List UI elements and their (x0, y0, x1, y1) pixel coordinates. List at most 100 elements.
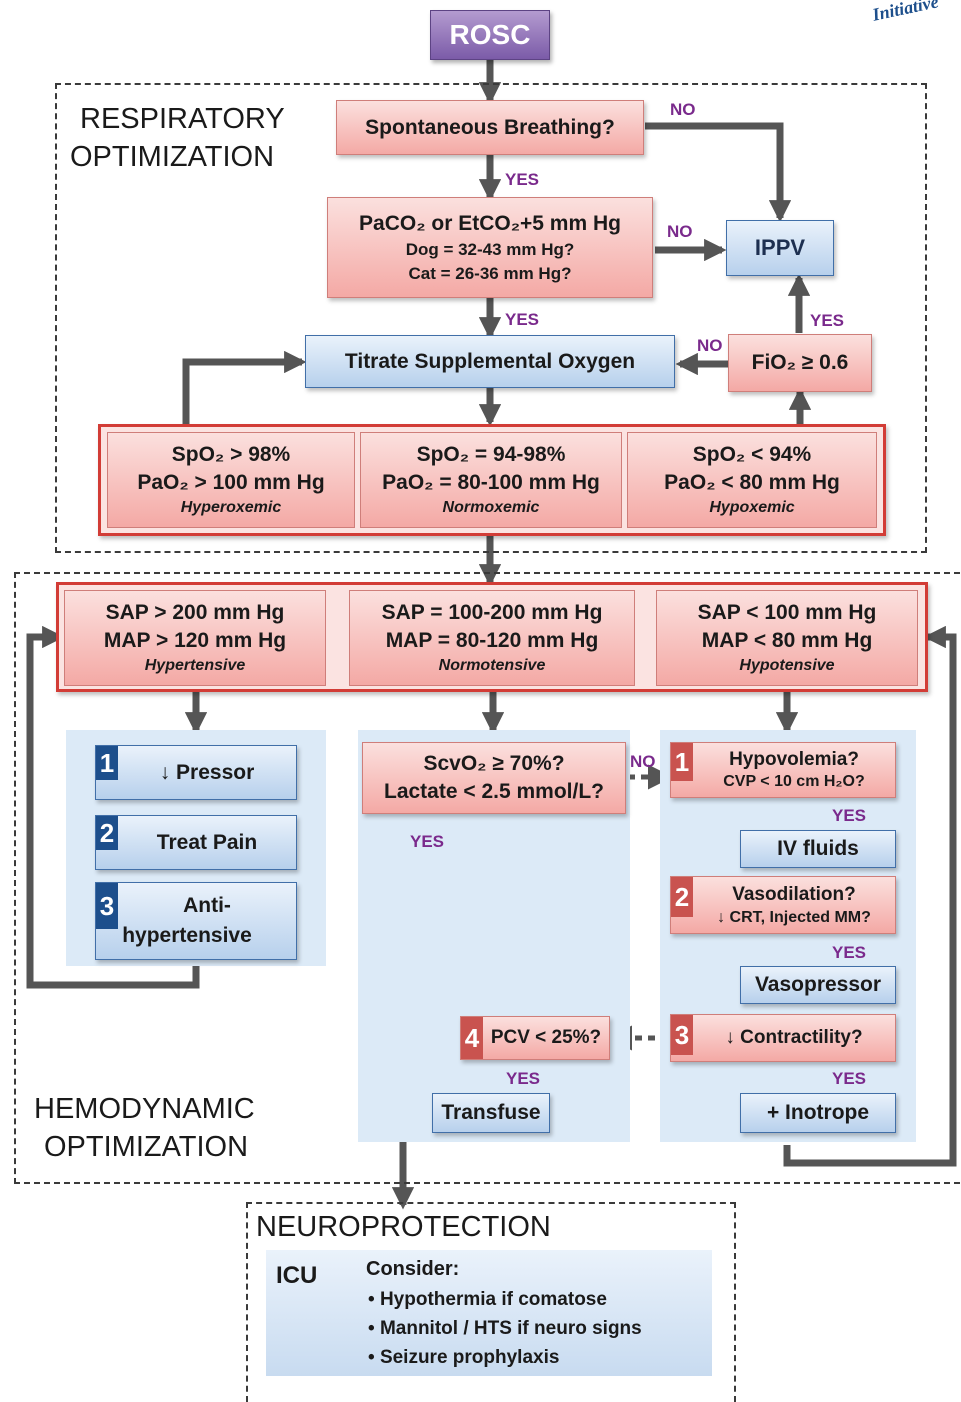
hypovolemia-line1: Hypovolemia? (729, 749, 859, 770)
label-contractility-yes: YES (832, 1069, 867, 1088)
hypertensive-map: MAP > 120 mm Hg (103, 629, 287, 652)
arrow-hyperoxemic-back-to-titrate (182, 350, 307, 424)
fio2-box: FiO₂ ≥ 0.6 (728, 334, 872, 392)
antihypertensive-line1: Anti- (183, 894, 231, 917)
transfuse-box: Transfuse (432, 1093, 550, 1133)
label-paco2-yes: YES (505, 310, 540, 329)
label-fio2-yes: YES (810, 311, 845, 330)
normoxemic-pao2: PaO₂ = 80-100 mm Hg (382, 471, 600, 494)
respiratory-title-line2: OPTIMIZATION (70, 141, 275, 173)
hypo-step-number-2: 2 (671, 877, 693, 917)
label-hypovolemia-yes: YES (832, 806, 867, 825)
hypoxemic-label: Hypoxemic (709, 499, 795, 516)
arrow-hypotensive-loop (783, 625, 957, 1167)
treat-pain-label: Treat Pain (156, 830, 258, 854)
step-number-3: 3 (96, 883, 118, 929)
vasodilation-line2: ↓ CRT, Injected MM? (717, 908, 871, 926)
contractility-box: 3 ↓ Contractility? (670, 1014, 896, 1062)
paco2-line2: Dog = 32-43 mm Hg? (405, 239, 575, 259)
neuroprotection-section (246, 1202, 736, 1402)
paco2-line3: Cat = 26-36 mm Hg? (408, 263, 572, 283)
oxygen-state-hypoxemic: SpO₂ < 94% PaO₂ < 80 mm Hg Hypoxemic (627, 432, 877, 528)
hemodynamic-title: HEMODYNAMIC OPTIMIZATION (34, 1090, 284, 1166)
hypoxemic-pao2: PaO₂ < 80 mm Hg (664, 471, 840, 494)
contractility-label: ↓ Contractility? (725, 1027, 863, 1048)
bp-state-hypertensive: SAP > 200 mm Hg MAP > 120 mm Hg Hyperten… (64, 590, 326, 686)
pressor-step: 1 ↓ Pressor (95, 745, 297, 800)
hypovolemia-box: 1 Hypovolemia? CVP < 10 cm H₂O? (670, 742, 896, 798)
label-spontaneous-yes: YES (505, 170, 540, 189)
normoxemic-label: Normoxemic (442, 499, 540, 516)
vasodilation-line1: Vasodilation? (732, 883, 856, 905)
hemodynamic-title-line1: HEMODYNAMIC (34, 1093, 255, 1125)
neuro-item-seizure-text: Seizure prophylaxis (379, 1347, 560, 1368)
scvo2-box: ScvO₂ ≥ 70%? Lactate < 2.5 mmol/L? (362, 742, 626, 814)
respiratory-title: RESPIRATORY OPTIMIZATION (70, 100, 310, 176)
label-scvo2-no: NO (630, 752, 656, 771)
respiratory-section (55, 83, 927, 553)
hypotensive-sap: SAP < 100 mm Hg (697, 601, 877, 624)
pressor-label: ↓ Pressor (159, 760, 255, 784)
inotrope-label: + Inotrope (766, 1101, 870, 1124)
hypertensive-sap: SAP > 200 mm Hg (105, 601, 285, 624)
iv-fluids-label: IV fluids (777, 837, 859, 860)
normotensive-label: Normotensive (438, 657, 546, 674)
transfuse-label: Transfuse (441, 1101, 541, 1124)
scvo2-line2: Lactate < 2.5 mmol/L? (384, 780, 604, 803)
neuro-item-hypothermia: • Hypothermia if comatose (368, 1289, 607, 1310)
label-fio2-no: NO (697, 336, 723, 355)
label-spontaneous-no: NO (670, 100, 696, 119)
label-vasodilation-yes: YES (832, 943, 867, 962)
step-number-1: 1 (96, 746, 118, 780)
vasodilation-box: 2 Vasodilation? ↓ CRT, Injected MM? (670, 876, 896, 934)
hypovolemia-line2: CVP < 10 cm H₂O? (723, 773, 865, 790)
label-scvo2-yes: YES (410, 832, 445, 851)
arrow-hypertensive-loop (26, 625, 200, 989)
hypo-step-number-1: 1 (671, 743, 693, 781)
hyperoxemic-pao2: PaO₂ > 100 mm Hg (137, 471, 325, 494)
neuro-item-mannitol: • Mannitol / HTS if neuro signs (368, 1318, 642, 1339)
oxygen-state-hyperoxemic: SpO₂ > 98% PaO₂ > 100 mm Hg Hyperoxemic (107, 432, 355, 528)
normoxemic-spo2: SpO₂ = 94-98% (416, 443, 566, 466)
neuro-item-seizure: • Seizure prophylaxis (368, 1347, 560, 1368)
normotensive-sap: SAP = 100-200 mm Hg (381, 601, 603, 624)
hypotensive-map: MAP < 80 mm Hg (701, 629, 873, 652)
label-paco2-no: NO (667, 222, 693, 241)
antihypertensive-step: 3 Anti- hypertensive (95, 882, 297, 960)
icu-label: ICU (276, 1262, 318, 1289)
oxygen-state-normoxemic: SpO₂ = 94-98% PaO₂ = 80-100 mm Hg Normox… (360, 432, 622, 528)
paco2-line1: PaCO₂ or EtCO₂+5 mm Hg (359, 211, 621, 235)
hypovolemia-text: Hypovolemia? CVP < 10 cm H₂O? (693, 743, 895, 797)
neuroprotection-title: NEUROPROTECTION (256, 1211, 551, 1243)
partner-logo: Initiative (868, 0, 961, 32)
scvo2-line1: ScvO₂ ≥ 70%? (423, 752, 565, 775)
vasodilation-text: Vasodilation? ↓ CRT, Injected MM? (693, 877, 895, 933)
vasopressor-label: Vasopressor (754, 973, 882, 996)
normotensive-map: MAP = 80-120 mm Hg (385, 629, 599, 652)
respiratory-title-line1: RESPIRATORY (80, 103, 285, 135)
step-number-4: 4 (461, 1017, 483, 1059)
neuro-item-mannitol-text: Mannitol / HTS if neuro signs (379, 1318, 642, 1339)
paco2-box: PaCO₂ or EtCO₂+5 mm Hg Dog = 32-43 mm Hg… (327, 197, 653, 298)
hypotensive-label: Hypotensive (739, 657, 835, 674)
ippv-label: IPPV (754, 235, 806, 260)
arrow-spontaneous-no-to-ippv (645, 122, 792, 223)
titrate-oxygen-label: Titrate Supplemental Oxygen (344, 349, 636, 373)
hemodynamic-title-line2: OPTIMIZATION (44, 1131, 249, 1163)
titrate-oxygen-box: Titrate Supplemental Oxygen (305, 335, 675, 388)
spontaneous-breathing-box: Spontaneous Breathing? (336, 100, 644, 155)
rosc-label: ROSC (449, 19, 531, 50)
bp-state-hypotensive: SAP < 100 mm Hg MAP < 80 mm Hg Hypotensi… (656, 590, 918, 686)
hypertensive-label: Hypertensive (144, 657, 246, 674)
spontaneous-breathing-label: Spontaneous Breathing? (365, 115, 615, 139)
rosc-box: ROSC (430, 10, 550, 60)
hyperoxemic-spo2: SpO₂ > 98% (171, 443, 291, 466)
label-pcv-yes: YES (506, 1069, 541, 1088)
antihypertensive-line2: hypertensive (122, 924, 252, 947)
partner-logo-text: Initiative (870, 0, 941, 25)
vasopressor-box: Vasopressor (740, 966, 896, 1004)
antihypertensive-label: Anti- hypertensive (118, 883, 296, 959)
consider-label: Consider: (366, 1258, 460, 1280)
hyperoxemic-label: Hyperoxemic (180, 499, 282, 516)
ippv-box: IPPV (726, 220, 834, 276)
